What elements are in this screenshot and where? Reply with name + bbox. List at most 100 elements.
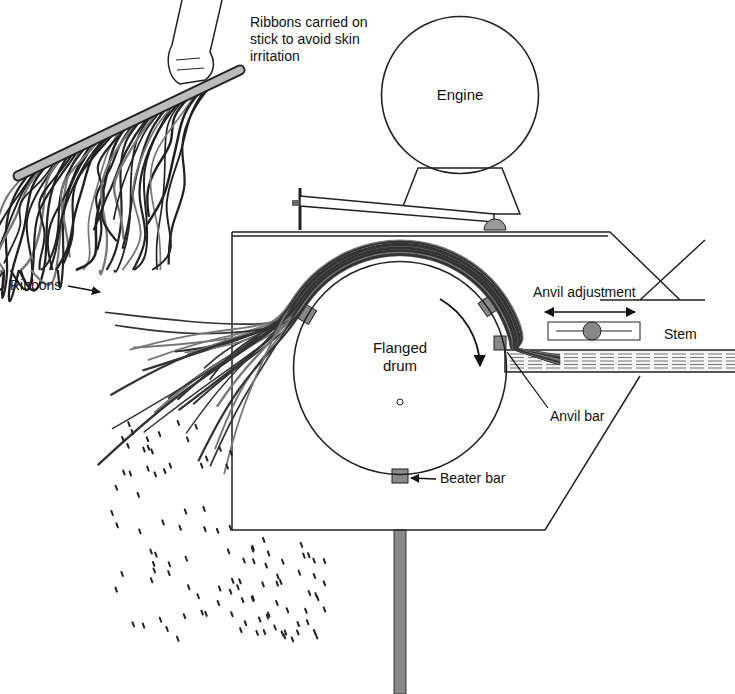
debris-piece [237, 585, 239, 589]
debris-piece [151, 449, 153, 453]
debris-piece [123, 471, 125, 475]
debris-piece [267, 615, 269, 619]
debris-piece [301, 543, 303, 547]
debris-piece [133, 622, 135, 626]
debris-piece [243, 558, 245, 562]
debris-piece [268, 551, 270, 555]
debris-piece [324, 607, 326, 611]
debris-piece [259, 618, 261, 622]
part-label: Stem [664, 326, 697, 343]
debris-piece [252, 596, 254, 600]
debris-piece [147, 437, 149, 441]
debris-piece [168, 571, 170, 575]
tension-bolt [299, 188, 302, 230]
ribbon [186, 245, 560, 433]
debris-piece [240, 628, 242, 632]
debris-piece [111, 511, 113, 515]
debris-piece [277, 575, 279, 579]
debris-piece [308, 553, 310, 557]
adjustment-bolt [583, 322, 601, 340]
debris-piece [292, 637, 294, 641]
debris-piece [195, 425, 197, 429]
debris-piece [297, 630, 299, 634]
debris-piece [162, 520, 164, 524]
debris-piece [204, 527, 206, 531]
debris-piece [128, 422, 130, 426]
engine-circle: Engine [380, 15, 540, 175]
debris-piece [121, 572, 123, 576]
debris-piece [219, 447, 221, 451]
debris-piece [239, 579, 241, 583]
node-label: Engine [437, 86, 484, 104]
beater-leader [411, 478, 436, 479]
debris-piece [315, 593, 317, 597]
adjustment-arrow [545, 311, 635, 313]
flanged-drum: Flanged drum [292, 260, 508, 476]
debris-piece [188, 585, 190, 589]
debris-piece [138, 493, 140, 497]
debris-piece [274, 625, 276, 629]
debris-piece [116, 486, 118, 490]
debris-piece [307, 620, 309, 624]
debris-piece [139, 529, 141, 533]
debris-piece [179, 526, 181, 530]
debris-piece [219, 587, 221, 591]
debris-piece [147, 467, 149, 471]
debris-piece [130, 472, 132, 476]
debris-piece [252, 597, 254, 601]
debris-piece [285, 631, 287, 635]
debris-piece [232, 579, 234, 583]
debris-piece [253, 559, 255, 563]
circle-outline [294, 262, 507, 475]
hanging-ribbon [150, 90, 199, 270]
debris-piece [316, 635, 318, 639]
debris-piece [324, 559, 326, 563]
note-label: Ribbons carried on stick to avoid skin i… [250, 14, 368, 65]
debris-piece [282, 632, 284, 636]
debris-piece [155, 553, 157, 557]
debris-piece [265, 564, 267, 568]
debris-piece [160, 618, 162, 622]
stick [18, 70, 240, 176]
node-label: Flanged drum [364, 339, 436, 375]
debris-piece [230, 590, 232, 594]
part-label: Ribbons [10, 277, 61, 294]
debris-piece [177, 637, 179, 641]
adjustment-slot [548, 322, 640, 340]
debris-piece [309, 591, 311, 595]
rotation-arrow [440, 299, 480, 366]
debris-piece [276, 601, 278, 605]
debris-piece [282, 560, 284, 564]
stem-fibre [510, 361, 735, 362]
node-text-box: Engine [437, 86, 484, 104]
debris-piece [314, 574, 316, 578]
debris-piece [217, 529, 219, 533]
part-label: Anvil bar [550, 408, 604, 425]
debris-piece [166, 627, 168, 631]
debris-piece [153, 562, 155, 566]
beater-bar [392, 469, 408, 483]
debris-piece [264, 630, 266, 634]
debris-piece [151, 578, 153, 582]
debris-piece [122, 437, 124, 441]
debris-piece [170, 464, 172, 468]
debris-piece [159, 432, 161, 436]
hanging-ribbons [0, 83, 213, 301]
debris-piece [287, 608, 289, 612]
debris-piece [262, 582, 264, 586]
debris-piece [164, 469, 166, 473]
circle-outline [382, 17, 539, 174]
debris-piece [143, 448, 145, 452]
debris-piece [256, 631, 258, 635]
debris-piece [228, 549, 230, 553]
tension-lever [300, 196, 494, 222]
debris-piece [324, 581, 326, 585]
debris-piece [201, 611, 203, 615]
debris-piece [148, 446, 150, 450]
debris-piece [203, 507, 205, 511]
drum-axle [397, 399, 403, 405]
debris-piece [155, 472, 157, 476]
debris-piece [313, 559, 315, 563]
debris-piece [206, 457, 208, 461]
lever-hinge [484, 219, 506, 230]
